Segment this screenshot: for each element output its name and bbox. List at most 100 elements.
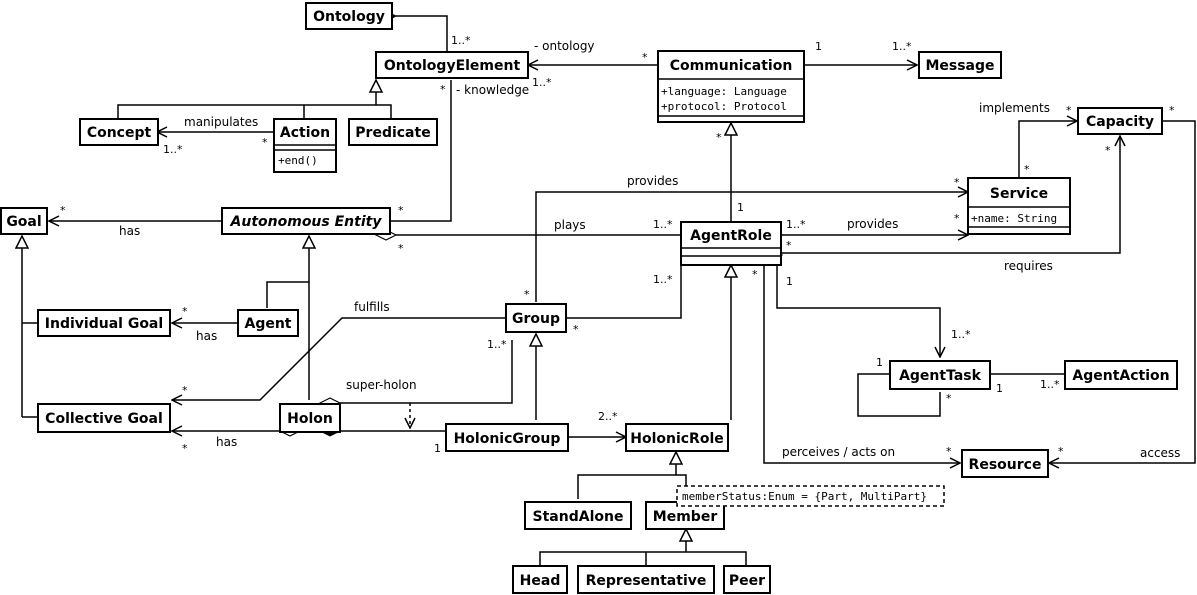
- mult-comm-msg-n: 1..*: [892, 40, 912, 53]
- mult-cap-impl: *: [1066, 104, 1072, 117]
- class-collective-goal[interactable]: Collective Goal: [37, 403, 171, 433]
- class-ontology-element-name: OntologyElement: [384, 58, 521, 74]
- mult-action-concept: *: [262, 136, 268, 149]
- class-predicate-name: Predicate: [355, 125, 430, 141]
- class-holonic-role[interactable]: HolonicRole: [625, 423, 729, 452]
- member-sub-bar: [539, 551, 747, 566]
- class-head-name: Head: [520, 573, 561, 589]
- class-holonic-group[interactable]: HolonicGroup: [445, 423, 569, 452]
- role-resource-assoc: [763, 265, 960, 463]
- class-autonomous-entity-name: Autonomous Entity: [230, 214, 383, 230]
- label-requires: requires: [1004, 259, 1053, 273]
- service-implements-capacity: [1018, 121, 1077, 178]
- class-action-op-end: +end(): [278, 154, 318, 167]
- mult-group-role: *: [573, 323, 579, 336]
- class-holonic-role-name: HolonicRole: [630, 431, 724, 447]
- class-peer[interactable]: Peer: [723, 565, 771, 594]
- class-representative[interactable]: Representative: [577, 565, 715, 594]
- role-task-aggregation: [777, 265, 940, 357]
- knowledge-assoc: [390, 80, 452, 222]
- class-service[interactable]: Service +name: String: [967, 177, 1071, 235]
- mult-indiv-has: *: [182, 305, 188, 318]
- class-standalone[interactable]: StandAlone: [524, 501, 632, 530]
- mult-role-resource: *: [752, 268, 758, 281]
- class-agent-task-name: AgentTask: [899, 368, 982, 384]
- class-agent-role-name: AgentRole: [690, 228, 772, 244]
- mult-goal-has: *: [60, 204, 66, 217]
- mult-ae-plays: *: [398, 242, 404, 255]
- label-super-holon: super-holon: [346, 378, 417, 392]
- agent-gen-branch: [266, 281, 309, 308]
- label-knowledge-role: - knowledge: [456, 83, 529, 97]
- class-ontology-name: Ontology: [313, 9, 385, 25]
- mult-service-provides-role: *: [954, 212, 960, 225]
- label-implements: implements: [979, 101, 1050, 115]
- label-has-collective: has: [216, 435, 237, 449]
- mult-collective-has: *: [182, 442, 188, 455]
- mult-task-action-1: 1: [996, 382, 1003, 395]
- agent-task-self: [857, 374, 941, 417]
- mult-role-requires: *: [786, 239, 792, 252]
- mult-ontology-elem-comm: 1..*: [532, 76, 552, 89]
- ontology-element-gen-bar: [117, 104, 392, 118]
- mult-ontology-elem: 1..*: [451, 34, 471, 47]
- class-holonic-group-name: HolonicGroup: [454, 431, 561, 447]
- class-ontology-element[interactable]: OntologyElement: [375, 51, 529, 79]
- mult-role-provides: 1..*: [786, 218, 806, 231]
- association-labels: - ontology - knowledge manipulates imple…: [119, 39, 1180, 460]
- class-predicate[interactable]: Predicate: [348, 118, 438, 146]
- class-collective-goal-name: Collective Goal: [45, 411, 163, 427]
- mult-service-provides-group: *: [954, 176, 960, 189]
- mult-collective-fulfills: *: [182, 384, 188, 397]
- class-resource[interactable]: Resource: [961, 449, 1049, 478]
- group-provides-service: [535, 192, 968, 302]
- group-role-composition: [566, 265, 682, 318]
- class-message[interactable]: Message: [918, 51, 1002, 79]
- class-agent-action[interactable]: AgentAction: [1064, 360, 1178, 390]
- class-agent-task[interactable]: AgentTask: [889, 360, 991, 390]
- mult-resource-role: *: [946, 445, 952, 458]
- mult-task-self-1: 1: [876, 356, 883, 369]
- class-agent[interactable]: Agent: [237, 309, 299, 337]
- class-group[interactable]: Group: [505, 303, 567, 333]
- mult-elem-knowledge: *: [440, 83, 446, 96]
- class-communication-name: Communication: [670, 58, 793, 74]
- class-peer-name: Peer: [729, 573, 765, 589]
- class-autonomous-entity[interactable]: Autonomous Entity: [221, 207, 391, 235]
- mult-group-holon: 1..*: [487, 338, 507, 351]
- class-holon[interactable]: Holon: [279, 403, 341, 433]
- class-individual-goal[interactable]: Individual Goal: [37, 309, 171, 337]
- mult-role-comm: *: [716, 131, 722, 144]
- class-action-name: Action: [280, 125, 330, 141]
- ontology-composition: [396, 16, 448, 52]
- label-provides-group: provides: [627, 174, 678, 188]
- label-fulfills: fulfills: [354, 300, 390, 314]
- mult-holonic-group-1: 1: [434, 442, 441, 455]
- mult-resource-cap: *: [1058, 445, 1064, 458]
- class-goal[interactable]: Goal: [0, 207, 48, 235]
- class-ontology[interactable]: Ontology: [305, 2, 393, 30]
- mult-task-role: 1..*: [951, 328, 971, 341]
- class-concept[interactable]: Concept: [79, 118, 159, 146]
- class-head[interactable]: Head: [512, 565, 568, 594]
- mult-comm-msg-1: 1: [815, 40, 822, 53]
- mult-holonic-role-n: 2..*: [598, 410, 618, 423]
- mult-cap-access: *: [1169, 104, 1175, 117]
- class-communication[interactable]: Communication +language: Language +proto…: [657, 50, 805, 123]
- class-holon-name: Holon: [287, 411, 333, 427]
- class-capacity[interactable]: Capacity: [1077, 107, 1163, 135]
- label-access: access: [1140, 446, 1180, 460]
- member-status-note-text: memberStatus:Enum = {Part, MultiPart}: [682, 490, 927, 503]
- fulfills-assoc: [172, 317, 506, 400]
- mult-ae-has: *: [398, 204, 404, 217]
- class-agent-role[interactable]: AgentRole: [680, 221, 782, 266]
- class-action[interactable]: Action +end(): [273, 118, 337, 173]
- class-concept-name: Concept: [87, 125, 152, 141]
- connectors: [22, 16, 1196, 566]
- class-group-name: Group: [512, 311, 560, 327]
- super-holon-assoc: [340, 340, 513, 403]
- label-perceives: perceives / acts on: [782, 445, 895, 459]
- mult-role-task-1: 1: [786, 275, 793, 288]
- mult-group-provides: *: [524, 288, 530, 301]
- label-has-goal: has: [119, 224, 140, 238]
